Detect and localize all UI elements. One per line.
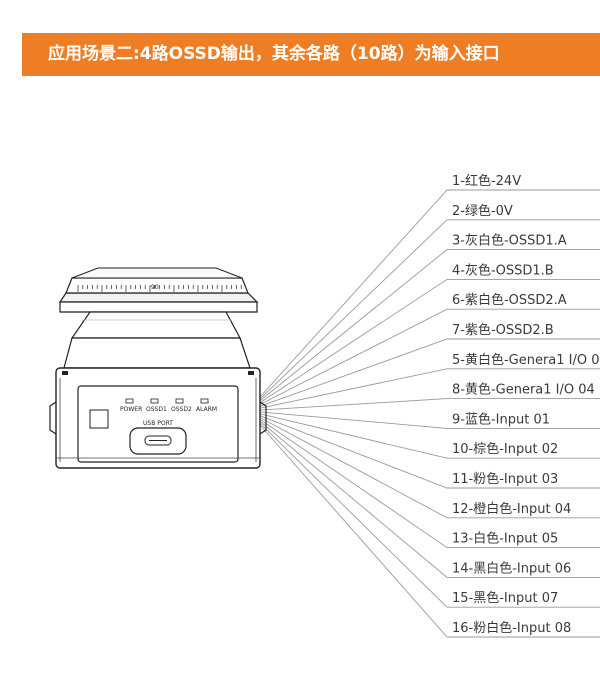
- wire-line: [259, 189, 600, 398]
- wire-label: 2-绿色-0V: [452, 203, 513, 219]
- wire-line: [259, 419, 600, 549]
- wire-label: 6-紫白色-OSSD2.A: [452, 292, 567, 308]
- wire-label: 15-黑色-Input 07: [452, 590, 558, 606]
- wire-line: [259, 420, 600, 578]
- scanner-device-illustration: 90 POWER OSSD1 OSSD2 ALARM USB PORT: [49, 267, 267, 469]
- wire-line: [259, 422, 600, 608]
- wire-label: 10-棕色-Input 02: [452, 441, 558, 457]
- wire-line: [259, 278, 600, 403]
- wire-label: 4-灰色-OSSD1.B: [452, 262, 554, 278]
- led-label-ossd2: OSSD2: [171, 406, 192, 413]
- wire-line: [259, 424, 600, 638]
- wire-lines: [259, 189, 600, 638]
- wire-line: [259, 413, 600, 459]
- wire-line: [259, 411, 600, 429]
- wire-labels: 1-红色-24V 2-绿色-0V 3-灰白色-OSSD1.A 4-灰色-OSSD1.B…: [452, 173, 600, 636]
- wire-label: 16-粉白色-Input 08: [452, 620, 571, 636]
- wire-label: 7-紫色-OSSD2.B: [452, 322, 554, 338]
- wire-label: 1-红色-24V: [452, 173, 521, 189]
- led-label-alarm: ALARM: [196, 406, 217, 413]
- led-label-ossd1: OSSD1: [146, 406, 167, 413]
- wire-label: 13-白色-Input 05: [452, 531, 558, 547]
- led-label-power: POWER: [120, 406, 142, 413]
- dial-tick-marks: [77, 285, 242, 292]
- wire-line: [259, 417, 600, 519]
- header-banner: 应用场景二:4路OSSD输出，其余各路（10路）为输入接口: [22, 33, 600, 76]
- wire-label: 5-黄白色-Genera1 I/O 03: [452, 352, 600, 368]
- wire-line: [259, 398, 600, 411]
- wire-label: 12-橙白色-Input 04: [452, 501, 571, 517]
- wire-line: [259, 249, 600, 402]
- wire-line: [259, 415, 600, 489]
- wire-label: 8-黄色-Genera1 I/O 04: [452, 382, 595, 398]
- wire-line: [259, 368, 600, 409]
- usb-port-label: USB PORT: [143, 420, 173, 427]
- wire-line: [259, 338, 600, 407]
- wire-line: [259, 219, 600, 400]
- wire-label: 9-蓝色-Input 01: [452, 411, 550, 427]
- dial-mark: 90: [151, 284, 159, 291]
- page-title: 应用场景二:4路OSSD输出，其余各路（10路）为输入接口: [48, 44, 500, 64]
- wire-label: 14-黑白色-Input 06: [452, 560, 571, 576]
- wire-label: 11-粉色-Input 03: [452, 471, 558, 487]
- wire-label: 3-灰白色-OSSD1.A: [452, 233, 567, 249]
- wire-line: [259, 308, 600, 405]
